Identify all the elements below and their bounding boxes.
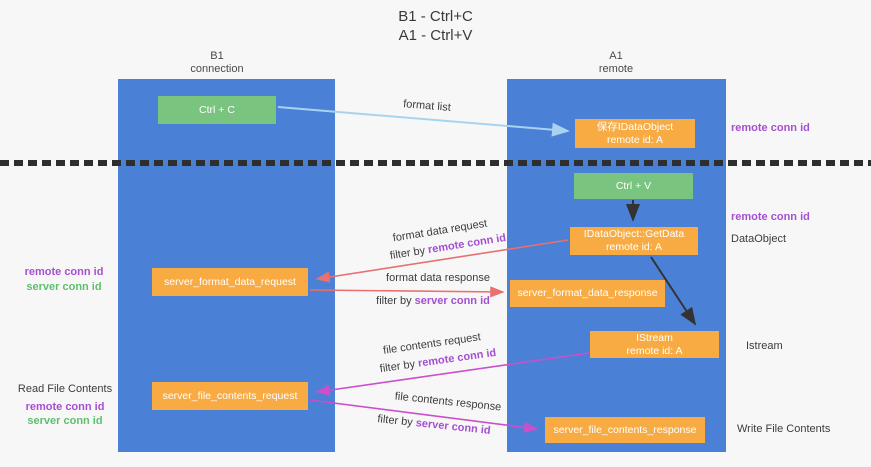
annotation-remote-conn-id-left-1: remote conn id — [24, 266, 104, 278]
filter-by-server-conn-id: server conn id — [415, 417, 492, 437]
annotation-remote-conn-id-right: remote conn id — [731, 211, 810, 223]
edge-label-format-list: format list — [402, 98, 452, 114]
filter-by-server-conn-id: server conn id — [414, 295, 490, 307]
filter-by-prefix: filter by — [376, 295, 415, 307]
title-line-2: A1 - Ctrl+V — [398, 27, 473, 44]
node-save-idataobject-line1: 保存IDataObject — [596, 120, 674, 133]
edge-label-format-data-response: format data response — [386, 272, 490, 284]
annotation-read-file-contents-block: Read File Contents remote conn id server… — [10, 382, 120, 428]
annotation-dataobject: DataObject — [731, 233, 787, 245]
edge-label-filter-by-server-2: filter by server conn id — [377, 413, 491, 437]
diagram-title: B1 - Ctrl+C A1 - Ctrl+V — [0, 7, 871, 45]
title-line-1: B1 - Ctrl+C — [398, 8, 473, 25]
lane-b1-title: B1 — [210, 50, 224, 62]
lane-header-b1: B1 connection — [157, 50, 277, 76]
lane-a1-subtitle: remote — [598, 63, 634, 75]
node-idataobject-getdata: IDataObject::GetData remote id: A — [570, 227, 698, 255]
node-ctrl-v-label: Ctrl + V — [615, 179, 652, 192]
node-server-format-data-request: server_format_data_request — [152, 268, 308, 296]
annotation-istream: Istream — [746, 340, 783, 352]
lane-a1-title: A1 — [609, 50, 623, 62]
node-server-file-contents-request: server_file_contents_request — [152, 382, 308, 410]
annotation-write-file-contents: Write File Contents — [737, 423, 831, 435]
filter-by-prefix: filter by — [376, 413, 417, 430]
node-server-format-data-request-label: server_format_data_request — [164, 275, 296, 288]
filter-by-prefix: filter by — [379, 357, 419, 376]
node-save-idataobject-line2: remote id: A — [606, 133, 664, 146]
node-istream-line2: remote id: A — [626, 344, 683, 357]
node-server-format-data-response-label: server_format_data_response — [517, 287, 658, 299]
lane-b1-subtitle: connection — [190, 63, 244, 75]
annotation-remote-conn-id-top-right: remote conn id — [731, 122, 810, 134]
node-istream-line1: IStream — [636, 331, 673, 344]
arrow-format-data-response — [309, 286, 505, 298]
annotation-read-file-contents: Read File Contents — [17, 383, 113, 395]
node-server-file-contents-request-label: server_file_contents_request — [162, 389, 298, 402]
annotation-remote-conn-id-left-2: remote conn id — [25, 401, 105, 413]
filter-by-prefix: filter by — [389, 244, 430, 263]
lane-header-a1: A1 remote — [556, 50, 676, 76]
annotation-left-conn-ids: remote conn id server conn id — [16, 265, 112, 295]
node-ctrl-c-label: Ctrl + C — [199, 103, 235, 116]
session-divider-dashed-line — [0, 160, 871, 166]
node-getdata-line2: remote id: A — [605, 241, 663, 253]
node-server-file-contents-response-label: server_file_contents_response — [553, 423, 697, 436]
node-istream: IStream remote id: A — [590, 331, 719, 358]
node-server-format-data-response: server_format_data_response — [510, 280, 665, 307]
edge-label-file-contents-response: file contents response — [394, 390, 502, 414]
node-ctrl-c: Ctrl + C — [158, 96, 276, 124]
annotation-server-conn-id-left-2: server conn id — [27, 415, 103, 427]
edge-label-filter-by-server-1: filter by server conn id — [376, 295, 490, 307]
node-getdata-line1: IDataObject::GetData — [583, 228, 685, 240]
node-server-file-contents-response: server_file_contents_response — [545, 417, 705, 443]
annotation-server-conn-id-left-1: server conn id — [26, 281, 102, 293]
node-ctrl-v: Ctrl + V — [574, 173, 693, 199]
node-save-idataobject: 保存IDataObject remote id: A — [575, 119, 695, 148]
